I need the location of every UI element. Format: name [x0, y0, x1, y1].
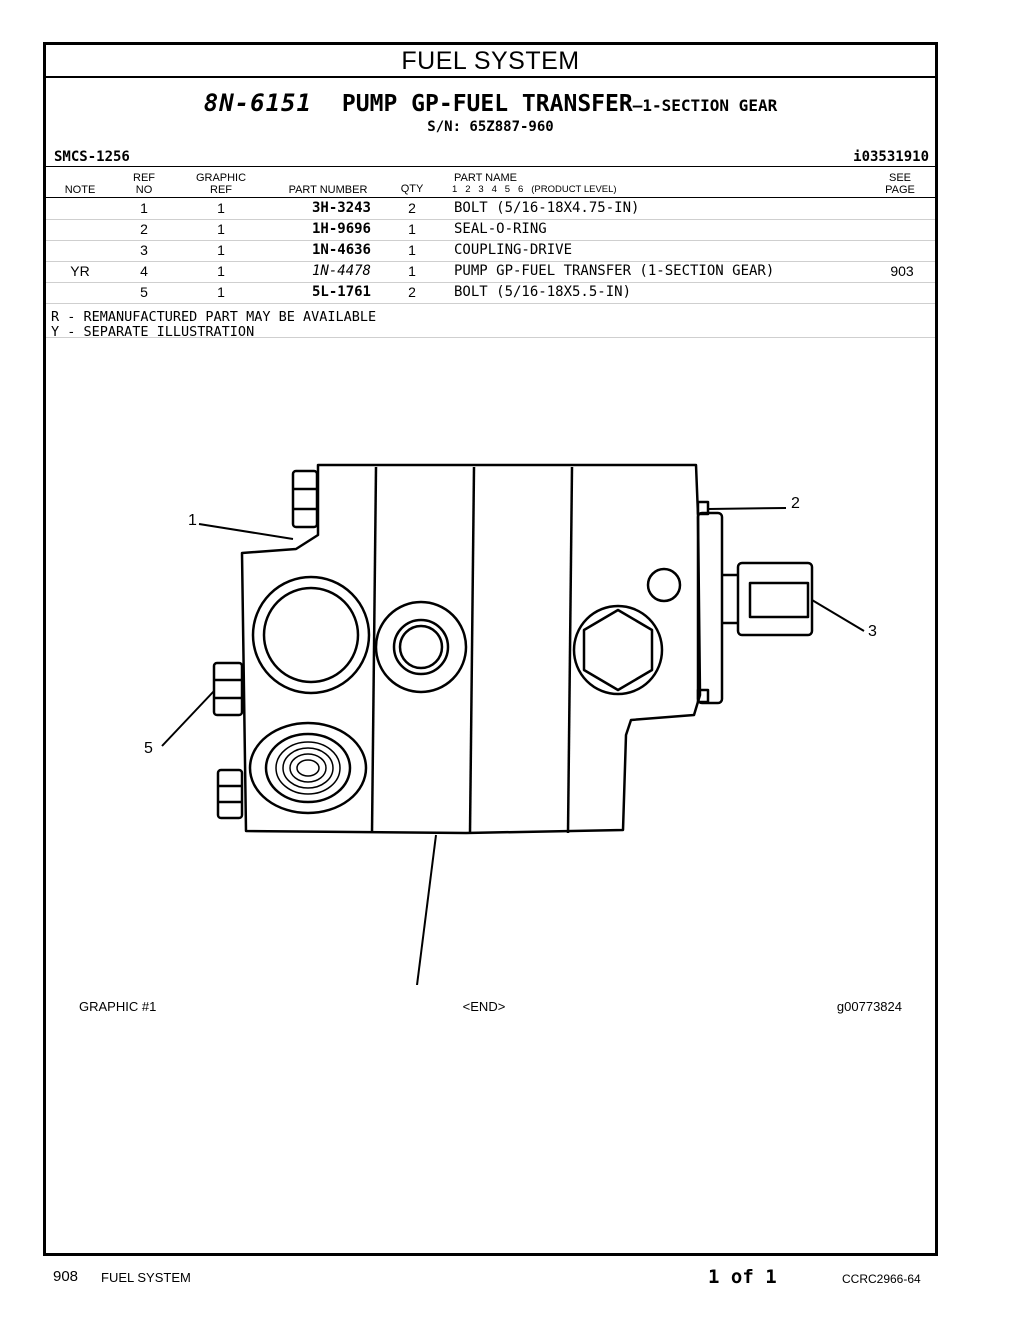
row-part-number: 3H-3243 — [311, 200, 371, 216]
row-qty: 2 — [408, 200, 416, 216]
product-level-numbers: 1 2 3 4 5 6 — [452, 184, 524, 195]
serial-number: S/N: 65Z887-960 — [427, 119, 554, 135]
row-ref: 2 — [140, 221, 148, 237]
leader-1 — [198, 523, 294, 540]
row-part-name: COUPLING-DRIVE — [454, 242, 573, 258]
col-qty: QTY — [400, 183, 424, 195]
row-divider — [46, 240, 935, 241]
row-part-name: PUMP GP-FUEL TRANSFER (1-SECTION GEAR) — [454, 263, 775, 279]
row-part-name: SEAL-O-RING — [454, 221, 547, 237]
row-divider — [46, 261, 935, 262]
leader-2 — [707, 507, 787, 510]
middle-port — [374, 600, 468, 694]
header-rule — [46, 166, 935, 167]
document-id: CCRC2966-64 — [842, 1272, 921, 1286]
notes-rule — [46, 337, 935, 338]
section-divider — [468, 466, 476, 834]
part-title: 8N-6151 PUMP GP-FUEL TRANSFER—1-SECTION G… — [46, 89, 935, 117]
leader-3 — [811, 599, 865, 632]
row-graphic: 1 — [217, 263, 225, 279]
col-part-name: PART NAME — [454, 172, 517, 184]
group-part-number: 8N-6151 — [203, 89, 312, 117]
row-qty: 1 — [408, 263, 416, 279]
row-graphic: 1 — [217, 200, 225, 216]
leader-5 — [161, 690, 215, 747]
columns-rule — [46, 197, 935, 198]
page-number: 908 — [53, 1268, 79, 1285]
graphic-label: GRAPHIC #1 — [79, 999, 157, 1014]
drive-coupling — [736, 561, 814, 637]
col-see-top: SEE — [888, 172, 911, 184]
row-qty: 2 — [408, 284, 416, 300]
row-ref: 4 — [140, 263, 148, 279]
section-divider — [566, 466, 574, 834]
row-ref: 5 — [140, 284, 148, 300]
row-part-number: 1N-4636 — [311, 242, 371, 258]
pump-illustration: 1 2 3 4 5 — [144, 463, 877, 985]
row-qty: 1 — [408, 242, 416, 258]
row-divider — [46, 303, 935, 304]
col-see-bottom: PAGE — [885, 184, 915, 196]
row-part-name: BOLT (5/16-18X5.5-IN) — [454, 284, 632, 300]
threaded-port — [248, 721, 368, 815]
col-product-levels: 1 2 3 4 5 6 (PRODUCT LEVEL) — [452, 184, 617, 195]
callout-3: 3 — [868, 623, 877, 640]
group-part-name: PUMP GP-FUEL TRANSFER — [341, 91, 633, 117]
row-see-page: 903 — [890, 263, 914, 279]
hex-plug — [572, 604, 664, 696]
small-hole — [646, 567, 682, 603]
callout-5: 5 — [144, 740, 153, 757]
graphic-id: g00773824 — [836, 999, 902, 1014]
callout-2: 2 — [791, 495, 800, 512]
info-id: i03531910 — [853, 149, 929, 165]
bolt-head-left — [212, 661, 244, 717]
legend-notes: R - REMANUFACTURED PART MAY BE AVAILABLE… — [51, 310, 376, 340]
col-graphic-top: GRAPHIC — [195, 172, 247, 184]
row-part-name: BOLT (5/16-18X4.75-IN) — [454, 200, 640, 216]
row-graphic: 1 — [217, 284, 225, 300]
row-divider — [46, 282, 935, 283]
callout-1: 1 — [188, 512, 197, 529]
product-level-label: (PRODUCT LEVEL) — [531, 184, 617, 195]
row-note: YR — [70, 263, 90, 279]
end-label: <END> — [462, 999, 506, 1014]
row-part-number: 5L-1761 — [311, 284, 371, 300]
section-divider — [370, 466, 378, 834]
row-graphic: 1 — [217, 242, 225, 258]
row-part-number: 1H-9696 — [311, 221, 371, 237]
leader-4 — [416, 834, 437, 985]
system-title: FUEL SYSTEM — [46, 45, 935, 78]
row-graphic: 1 — [217, 221, 225, 237]
row-divider — [46, 219, 935, 220]
footer-section: FUEL SYSTEM — [101, 1270, 191, 1285]
bolt-head-top — [291, 469, 319, 529]
row-part-number: 1N-4478 — [311, 263, 371, 279]
bolt-head-bottom — [216, 768, 244, 820]
group-part-suffix: —1-SECTION GEAR — [632, 96, 778, 115]
right-flange — [696, 511, 724, 705]
col-graphic-bottom: REF — [210, 184, 232, 196]
col-ref-top: REF — [133, 172, 155, 184]
col-part-number: PART NUMBER — [288, 184, 368, 196]
note-remanufactured: R - REMANUFACTURED PART MAY BE AVAILABLE — [51, 309, 377, 325]
row-ref: 1 — [140, 200, 148, 216]
page-of: 1 of 1 — [708, 1266, 777, 1288]
large-port — [251, 575, 371, 695]
col-ref-bottom: NO — [135, 184, 153, 196]
note-separate-illustration: Y - SEPARATE ILLUSTRATION — [51, 324, 255, 340]
col-note: NOTE — [64, 184, 96, 196]
row-qty: 1 — [408, 221, 416, 237]
row-ref: 3 — [140, 242, 148, 258]
smcs-code: SMCS-1256 — [54, 149, 130, 165]
